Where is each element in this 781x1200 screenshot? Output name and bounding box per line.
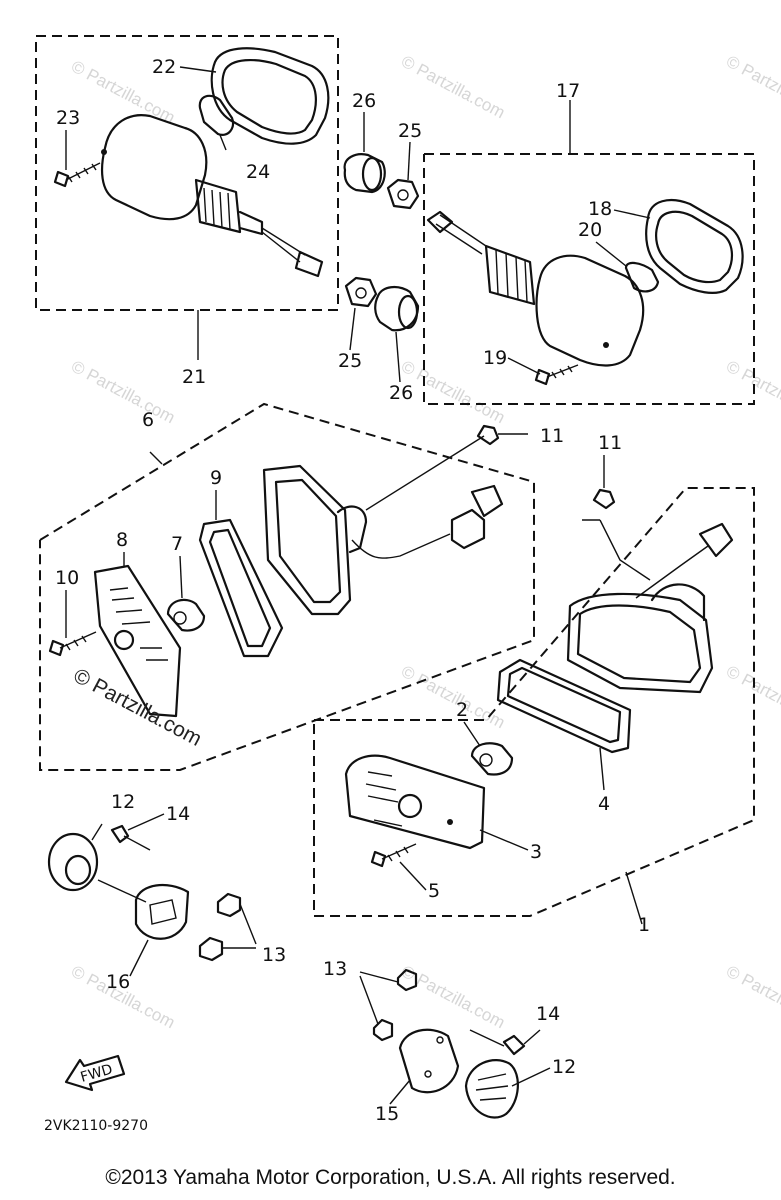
bulb-2 bbox=[470, 742, 514, 776]
callout-12-right: 12 bbox=[552, 1056, 576, 1078]
callout-22: 22 bbox=[152, 56, 176, 78]
screw-5 bbox=[370, 843, 417, 868]
callout-labels: 22 23 24 21 26 25 25 26 17 18 20 19 6 11… bbox=[55, 56, 651, 1125]
callout-18: 18 bbox=[588, 198, 612, 220]
callout-13-left: 13 bbox=[262, 944, 286, 966]
watermark: © Partzilla.com bbox=[68, 357, 178, 428]
bracket-16 bbox=[97, 879, 190, 940]
assembly-17-box bbox=[423, 100, 755, 405]
nut-25-top bbox=[386, 178, 420, 210]
callout-5: 5 bbox=[428, 880, 440, 902]
watermark: © Partzilla.com bbox=[398, 52, 508, 123]
callout-26-top: 26 bbox=[352, 90, 376, 112]
callout-3: 3 bbox=[530, 841, 542, 863]
callout-21: 21 bbox=[182, 366, 206, 388]
watermark-dark: © Partzilla.com bbox=[70, 664, 206, 751]
callout-1: 1 bbox=[638, 914, 650, 936]
housing-rear-left bbox=[262, 435, 504, 616]
callout-4: 4 bbox=[598, 793, 610, 815]
turn-signal-body-front-left bbox=[100, 114, 324, 278]
callout-15: 15 bbox=[375, 1103, 399, 1125]
callout-11-right: 11 bbox=[598, 432, 622, 454]
screw-11-left bbox=[476, 424, 528, 446]
nut-13-left bbox=[198, 892, 257, 962]
assembly-6-box bbox=[39, 402, 535, 771]
callout-10: 10 bbox=[55, 567, 79, 589]
bulb-24 bbox=[198, 94, 235, 151]
nut-25-bottom bbox=[344, 276, 378, 308]
screw-14-left bbox=[110, 824, 151, 851]
bracket-15 bbox=[398, 1028, 460, 1094]
callout-8: 8 bbox=[116, 529, 128, 551]
gasket-4 bbox=[496, 658, 632, 754]
bulb-7 bbox=[166, 598, 206, 632]
housing-rear-right bbox=[566, 519, 734, 694]
assembly-1-box bbox=[313, 487, 755, 925]
turn-signal-body-front-right bbox=[426, 210, 645, 367]
grommet-26-top bbox=[343, 153, 386, 194]
lens-8 bbox=[93, 564, 182, 718]
callout-19: 19 bbox=[483, 347, 507, 369]
callout-26-bottom: 26 bbox=[389, 382, 413, 404]
grommet-26-bottom bbox=[374, 286, 420, 332]
watermark: © Partzilla.com bbox=[723, 357, 781, 428]
screw-10 bbox=[48, 631, 97, 657]
callout-14-right: 14 bbox=[536, 1003, 560, 1025]
nut-13-right bbox=[359, 968, 418, 1042]
callout-24: 24 bbox=[246, 161, 270, 183]
lens-18 bbox=[645, 199, 744, 294]
reflector-12-left bbox=[47, 823, 103, 892]
lens-22 bbox=[210, 47, 330, 145]
assembly-21-box bbox=[35, 35, 339, 360]
callout-12-left: 12 bbox=[111, 791, 135, 813]
watermark: © Partzilla.com bbox=[723, 662, 781, 733]
callout-2: 2 bbox=[456, 699, 468, 721]
callout-20: 20 bbox=[578, 219, 602, 241]
callout-16: 16 bbox=[106, 971, 130, 993]
watermark: © Partzilla.com bbox=[723, 52, 781, 123]
lens-3 bbox=[344, 754, 486, 850]
reflector-12-right bbox=[464, 1059, 551, 1119]
callout-11-left: 11 bbox=[540, 425, 564, 447]
fwd-arrow-icon: FWD bbox=[64, 1054, 126, 1092]
screw-23 bbox=[53, 162, 101, 188]
watermark: © Partzilla.com bbox=[398, 662, 508, 733]
callout-25-bottom: 25 bbox=[338, 350, 362, 372]
callout-17: 17 bbox=[556, 80, 580, 102]
callout-6: 6 bbox=[142, 409, 154, 431]
callout-23: 23 bbox=[56, 107, 80, 129]
copyright-notice: ©2013 Yamaha Motor Corporation, U.S.A. A… bbox=[105, 1166, 676, 1189]
diagram-code: 2VK2110-9270 bbox=[44, 1118, 148, 1134]
screw-11-right bbox=[592, 488, 616, 510]
callout-9: 9 bbox=[210, 467, 222, 489]
callout-7: 7 bbox=[171, 533, 183, 555]
screw-19 bbox=[534, 364, 579, 386]
gasket-9 bbox=[198, 518, 284, 658]
watermark: © Partzilla.com bbox=[723, 962, 781, 1033]
callout-14-left: 14 bbox=[166, 803, 190, 825]
callout-25-top: 25 bbox=[398, 120, 422, 142]
bulb-20 bbox=[624, 261, 660, 293]
callout-13-right: 13 bbox=[323, 958, 347, 980]
screw-14-right bbox=[469, 1029, 541, 1056]
